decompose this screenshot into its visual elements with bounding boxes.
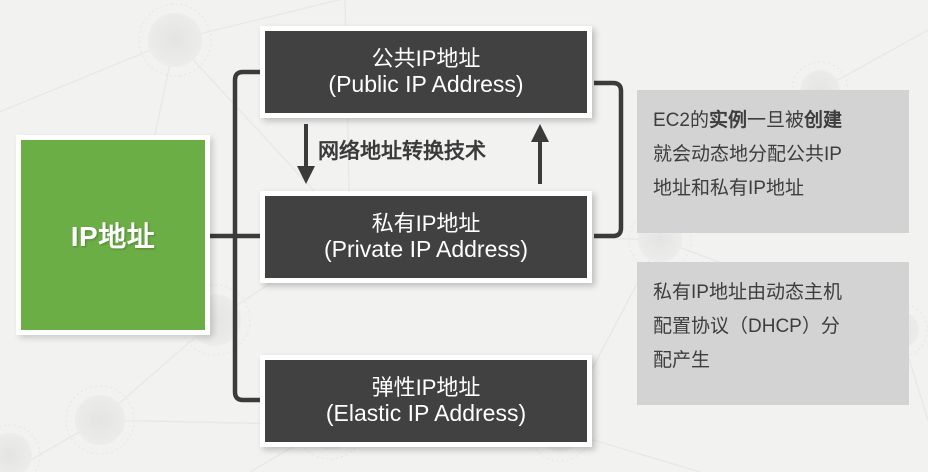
box-private-ip[interactable]: 私有IP地址 (Private IP Address) xyxy=(260,191,592,283)
box-public-ip-label-en: (Public IP Address) xyxy=(328,71,524,98)
note-line: 配置协议（DHCP）分 xyxy=(653,315,840,337)
note-line: 地址和私有IP地址 xyxy=(653,177,804,199)
root-node-ip-address[interactable]: IP地址 xyxy=(16,135,210,335)
box-elastic-ip-label-en: (Elastic IP Address) xyxy=(325,400,527,427)
box-private-ip-label-en: (Private IP Address) xyxy=(323,236,529,263)
down-arrow-icon xyxy=(297,124,315,184)
box-public-ip[interactable]: 公共IP地址 (Public IP Address) xyxy=(260,26,592,118)
note-line: EC2的实例一旦被创建 xyxy=(653,110,843,131)
box-private-ip-label-cn: 私有IP地址 xyxy=(371,210,481,236)
connector-right-bracket xyxy=(594,80,624,239)
box-public-ip-label-cn: 公共IP地址 xyxy=(371,45,481,71)
nat-caption: 网络地址转换技术 xyxy=(318,140,486,163)
box-elastic-ip[interactable]: 弹性IP地址 (Elastic IP Address) xyxy=(260,355,592,447)
up-arrow-icon xyxy=(531,124,549,184)
note-panel-instance-creation: EC2的实例一旦被创建 就会动态地分配公共IP 地址和私有IP地址 xyxy=(637,90,909,233)
note-line: 就会动态地分配公共IP xyxy=(653,143,842,165)
note-panel-dhcp: 私有IP地址由动态主机 配置协议（DHCP）分 配产生 xyxy=(637,262,909,405)
root-node-label: IP地址 xyxy=(70,221,156,252)
note-line: 配产生 xyxy=(653,349,711,371)
connector-left-bracket xyxy=(232,69,262,403)
box-elastic-ip-label-cn: 弹性IP地址 xyxy=(371,374,481,400)
note-line: 私有IP地址由动态主机 xyxy=(653,282,842,303)
